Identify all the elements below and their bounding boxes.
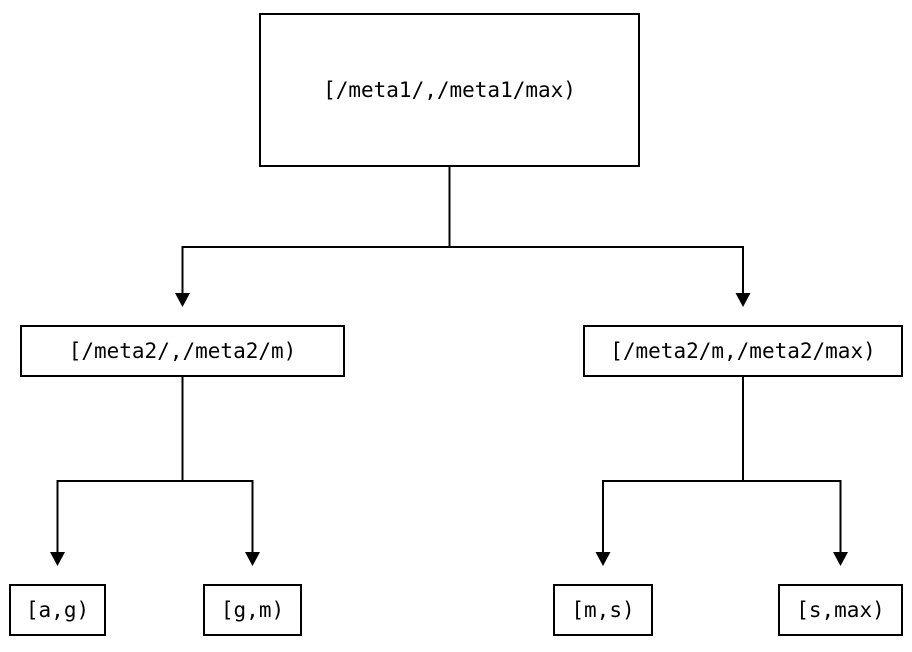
node-leaf-ms: [m,s) [553,584,653,636]
node-leaf-gm: [g,m) [203,584,302,636]
arrowhead-meta2-low [175,293,190,307]
node-meta2-high-label: [/meta2/m,/meta2/max) [610,338,876,363]
edge-arrowheads [50,293,848,566]
node-root: [/meta1/,/meta1/max) [259,13,640,167]
node-leaf-gm-label: [g,m) [220,597,285,622]
arrowhead-meta2-high [735,293,751,307]
arrowhead-leaf-ag [50,552,65,566]
arrowhead-leaf-ms [595,552,611,566]
node-meta2-low-label: [/meta2/,/meta2/m) [68,338,297,363]
node-leaf-ag-label: [a,g) [25,597,90,622]
node-leaf-ms-label: [m,s) [571,597,635,622]
edge-lines [56,167,842,552]
node-leaf-smax: [s,max) [778,584,903,636]
arrowhead-leaf-gm [245,552,260,566]
node-meta2-high: [/meta2/m,/meta2/max) [583,325,903,377]
node-leaf-ag: [a,g) [9,584,106,636]
node-leaf-smax-label: [s,max) [796,597,885,622]
node-root-label: [/meta1/,/meta1/max) [323,77,576,102]
node-meta2-low: [/meta2/,/meta2/m) [20,325,345,377]
arrowhead-leaf-smax [833,552,848,566]
